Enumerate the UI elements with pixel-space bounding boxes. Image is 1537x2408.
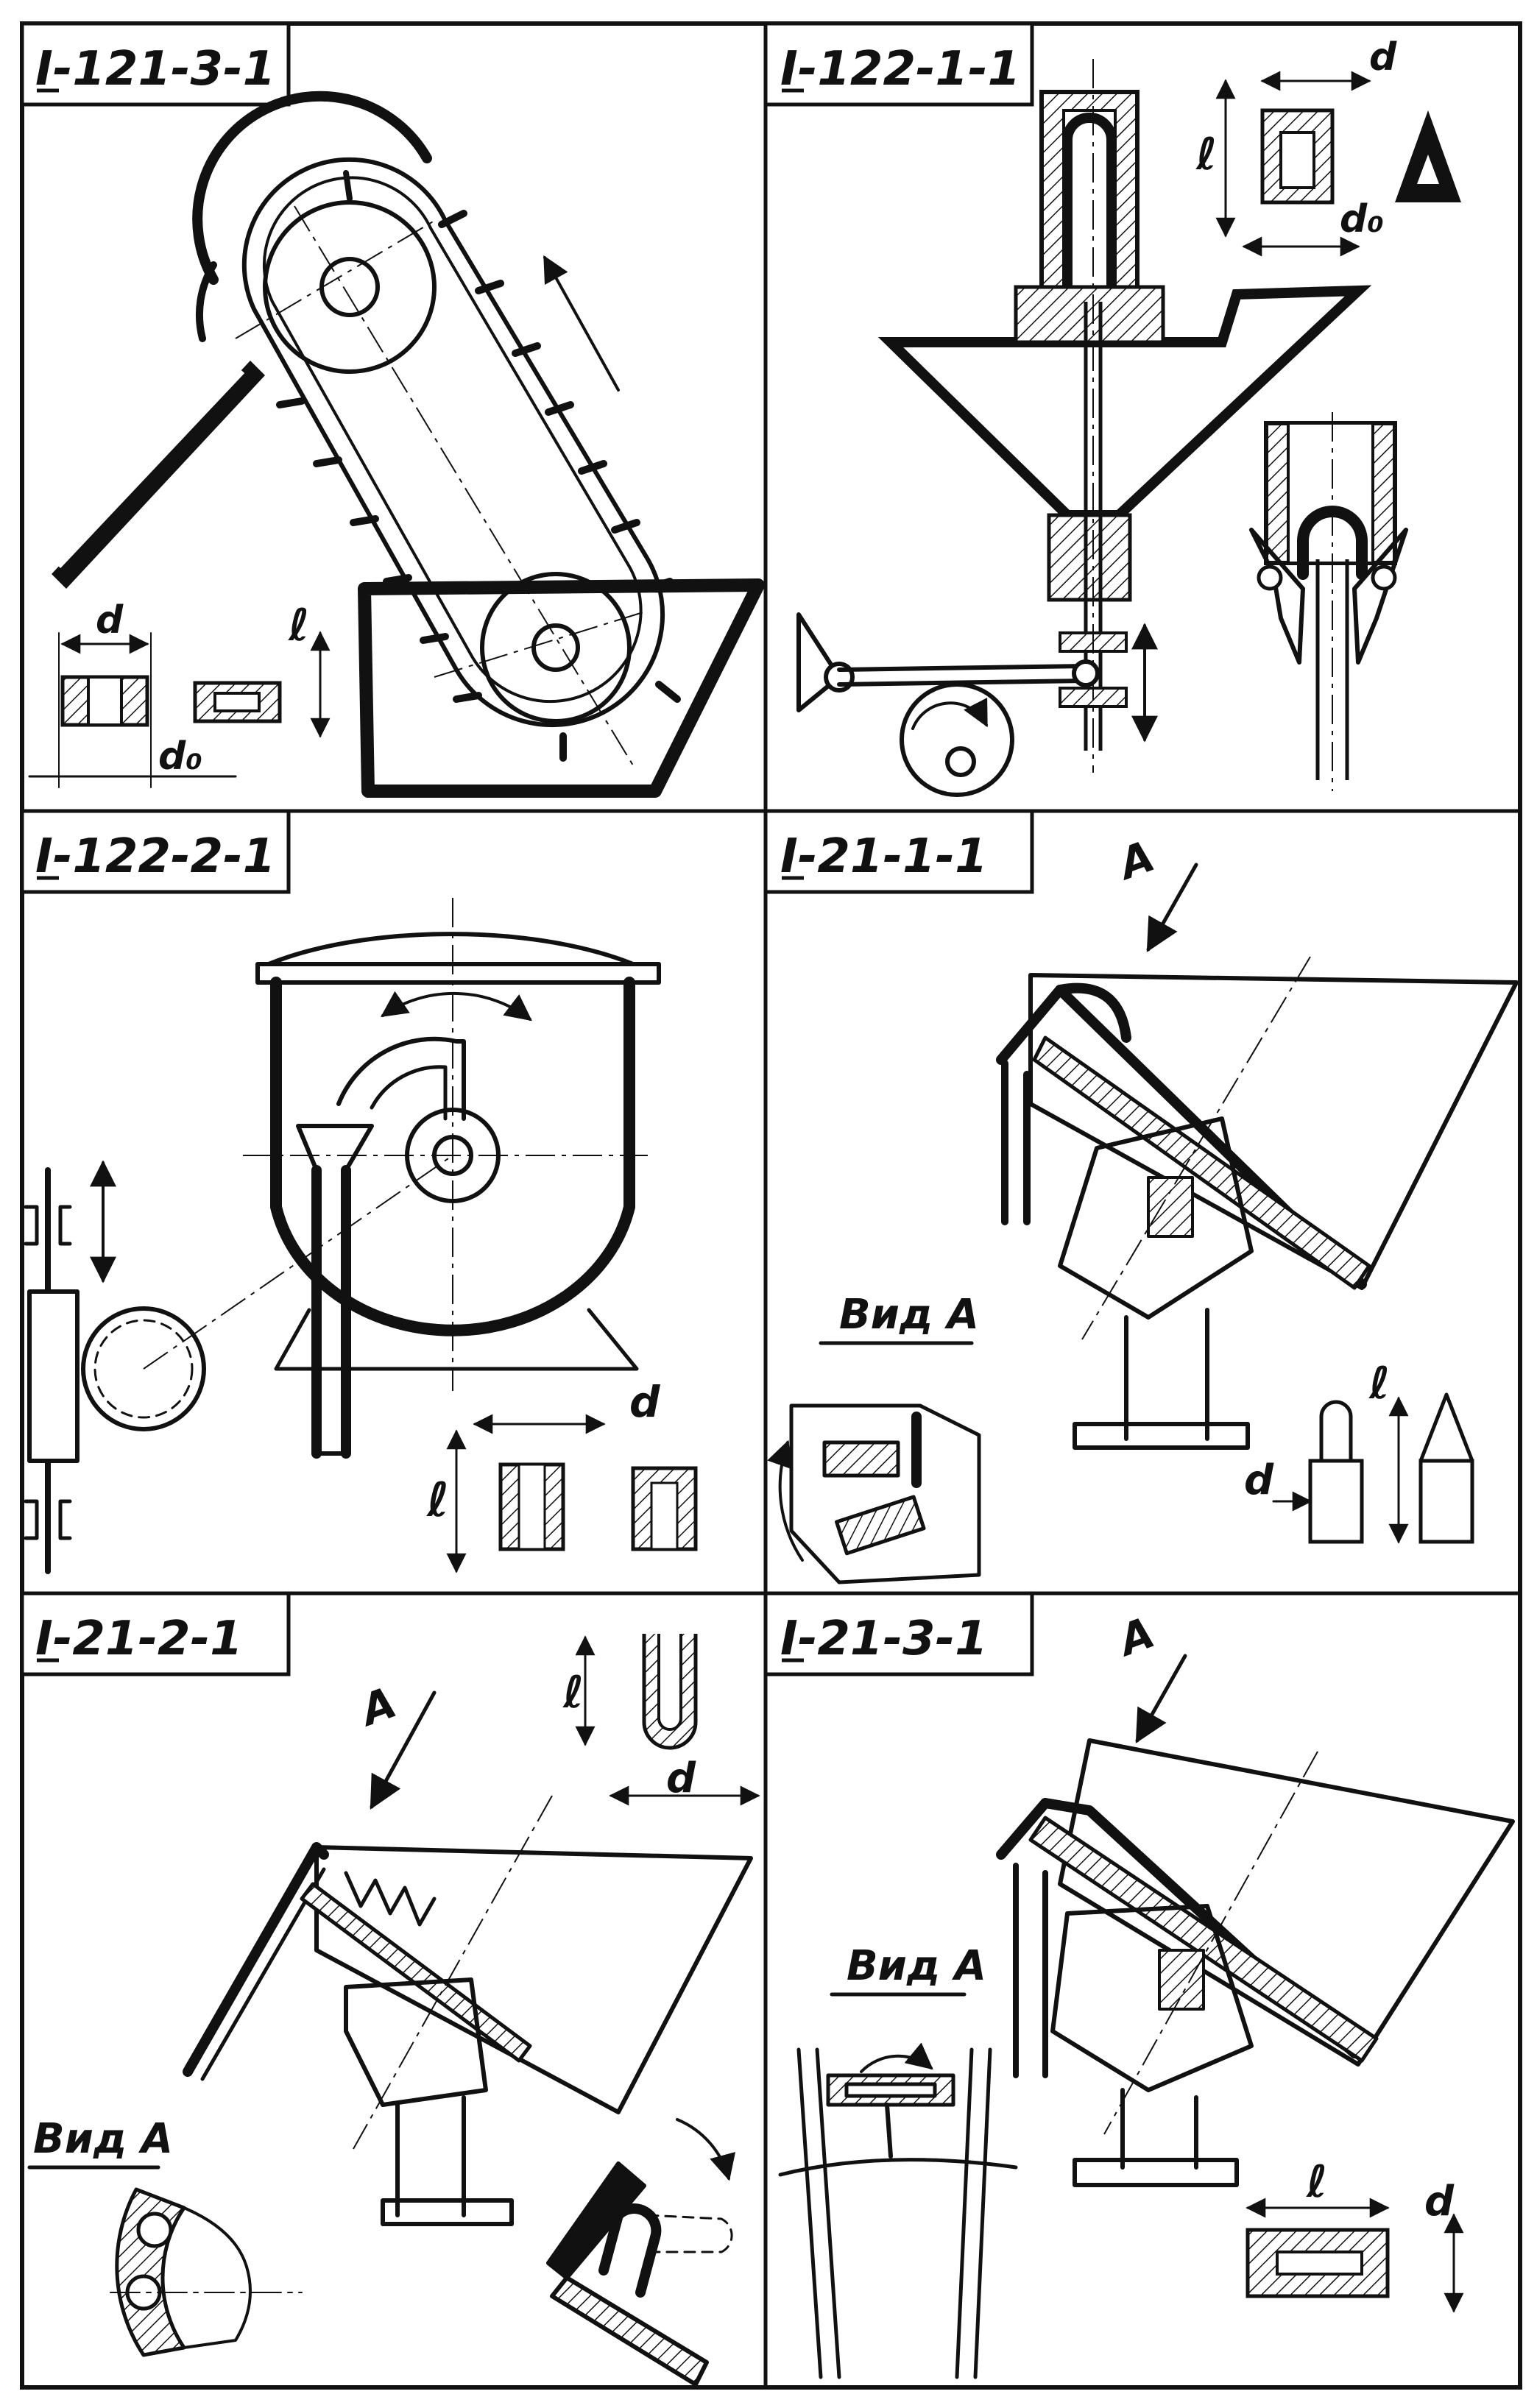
panel-label-6: I-21-3-1 <box>763 1591 1034 1676</box>
dim-l-6: ℓ <box>1306 2156 1327 2208</box>
dimension-sketch-1: d ℓ d₀ <box>28 598 331 788</box>
view-arrow-label-6: А <box>1110 1607 1161 1667</box>
dim-l-3: ℓ <box>426 1473 449 1528</box>
funnel-assembly <box>877 59 1372 773</box>
dimension-sketch-3: d ℓ <box>426 1377 698 1573</box>
chute <box>52 361 265 589</box>
dim-l-4: ℓ <box>1368 1358 1390 1409</box>
panel-label-1: I-121-3-1 <box>20 21 291 107</box>
bucket-elevator <box>192 91 681 762</box>
pocket-detail-5 <box>546 2118 736 2387</box>
panel-code-6: I-21-3-1 <box>780 1612 988 1666</box>
dim-d0-2: d₀ <box>1340 197 1384 241</box>
panel-i-21-2-1: I-21-2-1 А ℓ d Вид А <box>20 1591 760 2387</box>
panel-i-121-3-1: I-121-3-1 <box>20 21 765 798</box>
panel-code-1: I-121-3-1 <box>35 42 275 96</box>
view-a-label-6: Вид А <box>847 1942 986 1990</box>
view-a-detail-4 <box>767 1403 981 1584</box>
disc-feeder-2 <box>183 1842 753 2226</box>
panel-i-122-2-1: I-122-2-1 <box>20 809 698 1574</box>
dim-d-3: d <box>629 1377 660 1427</box>
disc-feeder-1 <box>996 973 1519 1450</box>
lever-mechanism <box>796 612 1158 797</box>
dimension-sketch-4: d ℓ <box>1244 1358 1474 1544</box>
disc-feeder-3 <box>996 1738 1515 2187</box>
view-arrow-label-4: А <box>1110 831 1161 890</box>
panel-code-5: I-21-2-1 <box>35 1612 243 1666</box>
view-a-label-4: Вид А <box>839 1291 979 1339</box>
dim-d0-1: d₀ <box>158 734 202 779</box>
mixing-tank <box>255 932 661 1459</box>
panel-label-4: I-21-1-1 <box>763 809 1034 894</box>
dimension-sketch-2: d ℓ d₀ <box>1195 35 1461 257</box>
panel-i-122-1-1: I-122-1-1 <box>763 21 1461 797</box>
dim-l-1: ℓ <box>288 600 309 651</box>
dim-d-1: d <box>96 598 124 642</box>
dim-d-6: d <box>1424 2178 1455 2225</box>
dim-d-4: d <box>1244 1456 1274 1504</box>
view-arrow-label-5: А <box>352 1677 403 1737</box>
dimension-sketch-6: ℓ d <box>1246 2156 1464 2313</box>
panel-code-2: I-122-1-1 <box>780 42 1020 96</box>
panel-label-3: I-122-2-1 <box>20 809 291 894</box>
dim-d-2: d <box>1369 35 1397 79</box>
panel-i-21-3-1: I-21-3-1 А Вид А <box>763 1591 1515 2379</box>
view-a-label-5: Вид А <box>33 2115 173 2163</box>
dim-l-5: ℓ <box>562 1667 584 1718</box>
view-a-detail-5 <box>110 2187 303 2357</box>
dim-d-5: d <box>666 1754 696 1802</box>
panel-i-21-1-1: I-21-1-1 А Вид А <box>763 809 1519 1584</box>
panel-label-2: I-122-1-1 <box>763 21 1034 107</box>
side-belt <box>24 1160 206 1574</box>
view-a-detail-6 <box>778 2042 1018 2379</box>
panel-code-3: I-122-2-1 <box>35 829 275 884</box>
panel-code-4: I-21-1-1 <box>780 829 988 884</box>
dimension-sketch-5a: ℓ d <box>562 1634 760 1806</box>
valve-detail <box>1249 412 1408 791</box>
dim-l-2: ℓ <box>1195 129 1217 180</box>
panel-label-5: I-21-2-1 <box>20 1591 291 1676</box>
